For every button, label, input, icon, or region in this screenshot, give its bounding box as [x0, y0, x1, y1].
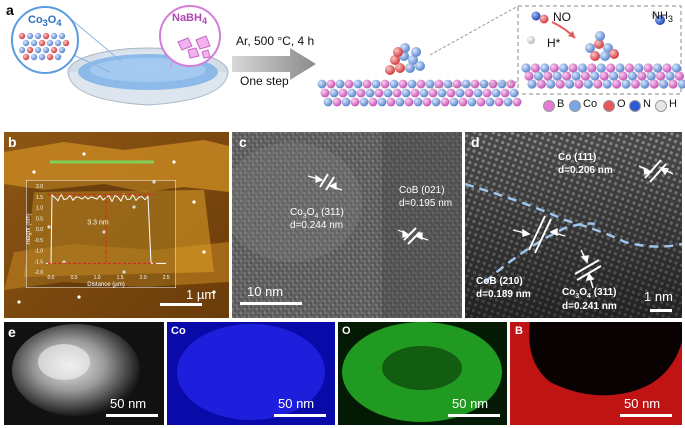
panel-d-scalebar — [650, 309, 672, 312]
panel-d-ann1-d: d=0.206 nm — [558, 165, 613, 176]
panel-d-ann3-d: d=0.241 nm — [562, 301, 617, 312]
conditions-label: Ar, 500 °C, 4 h — [236, 34, 315, 48]
panel-c-scale-text: 10 nm — [247, 284, 284, 299]
legend-dot-b — [543, 100, 555, 112]
xtick-label: 1.5 — [117, 275, 124, 281]
panel-e-co-map — [167, 322, 335, 425]
panel-a-schematic — [11, 5, 685, 107]
panel-a-label: a — [6, 2, 14, 18]
panel-d-label: d — [471, 134, 480, 150]
legend-label-n: N — [643, 98, 651, 110]
xtick-label: 0.5 — [71, 275, 78, 281]
cluster — [385, 43, 425, 75]
panel-c-ann1-d: d=0.244 nm — [290, 220, 344, 231]
height-profile-line — [46, 193, 166, 264]
ytick-label: -2.0 — [34, 270, 43, 276]
panel-e-label: e — [8, 324, 16, 340]
co-map-scale-text: 50 nm — [278, 396, 315, 411]
method-label: One step — [240, 74, 289, 88]
legend-dot-o — [603, 100, 615, 112]
b-map-scalebar — [620, 414, 672, 417]
xtick-label: 1.0 — [94, 275, 101, 281]
legend-dot-h — [655, 100, 667, 112]
panel-e-scale-text: 50 nm — [110, 396, 147, 411]
ytick-label: 1.5 — [36, 195, 43, 201]
co3o4-bubble — [11, 6, 123, 74]
panel-d-ann1: Co (111) — [558, 152, 597, 163]
co3o4-label: Co3O4 — [28, 14, 62, 29]
panel-b-afm: 2.0 1.5 1.0 0.5 0.0 -0.5 -1.0 -1.5 -2.0 0.0 0.5 1.0… — [4, 132, 229, 318]
coB-slab — [317, 79, 522, 107]
nabh4-label: NaBH4 — [172, 12, 208, 27]
ytick-label: 1.0 — [36, 206, 43, 212]
panel-e-b-map — [510, 322, 682, 425]
xtick-label: 2.0 — [140, 275, 147, 281]
panel-d-scale-text: 1 nm — [644, 289, 673, 304]
panel-b-label: b — [8, 134, 17, 150]
panel-b-scalebar — [160, 303, 202, 306]
ytick-label: 0.5 — [36, 216, 43, 222]
panel-c-ann2-d: d=0.195 nm — [399, 198, 453, 209]
b-map-label: B — [515, 325, 523, 337]
panel-e-haadf — [4, 322, 164, 425]
afm-image — [4, 132, 229, 318]
panel-d-ann2-d: d=0.189 nm — [476, 289, 531, 300]
panel-d-ann2: CoB (210) — [476, 276, 523, 287]
ytick-label: -0.5 — [34, 238, 43, 244]
legend-label-b: B — [557, 98, 565, 110]
panel-c-ann1: Co3O4 (311) — [290, 207, 344, 220]
xtick-label: 2.5 — [163, 275, 170, 281]
panel-e-o-map — [338, 322, 507, 425]
co-map-label: Co — [171, 325, 186, 337]
legend-dot-n — [629, 100, 641, 112]
o-map-scalebar — [448, 414, 500, 417]
legend-dot-co — [569, 100, 581, 112]
ytick-label: 2.0 — [36, 184, 43, 190]
panel-d-ann3: Co3O4 (311) — [562, 287, 617, 300]
b-map-scale-text: 50 nm — [624, 396, 661, 411]
ytick-label: -1.0 — [34, 249, 43, 255]
o-map-label: O — [342, 325, 351, 337]
xtick-label: 0.0 — [48, 275, 55, 281]
panel-b-scale-text: 1 µm — [186, 287, 216, 302]
legend-label-h: H — [669, 98, 677, 110]
panel-d-hrtem — [465, 132, 682, 318]
height-profile-chart: 2.0 1.5 1.0 0.5 0.0 -0.5 -1.0 -1.5 -2.0 0.0 0.5 1.0… — [26, 180, 176, 288]
legend-label-co: Co — [583, 98, 598, 110]
x-axis-label: Distance (µm) — [87, 282, 124, 288]
process-arrow — [232, 48, 316, 80]
panel-c-hrtem — [232, 132, 462, 318]
panel-e-scalebar — [106, 414, 158, 417]
h-label: H* — [547, 36, 561, 50]
legend-label-o: O — [617, 98, 626, 110]
o-map-scale-text: 50 nm — [452, 396, 489, 411]
y-axis-label: Height (nm) — [26, 213, 32, 244]
ytick-label: 0.0 — [36, 227, 43, 233]
panel-c-label: c — [239, 134, 247, 150]
ytick-label: -1.5 — [34, 259, 43, 265]
nh3-label: NH3 — [652, 10, 673, 25]
co-map-scalebar — [274, 414, 326, 417]
height-annotation: 3.3 nm — [87, 220, 109, 227]
panel-c-scalebar — [240, 302, 302, 305]
panel-c-ann2: CoB (021) — [399, 185, 445, 196]
nabh4-bubble — [159, 5, 221, 69]
no-label: NO — [553, 10, 571, 24]
zoom-inset — [429, 5, 685, 95]
